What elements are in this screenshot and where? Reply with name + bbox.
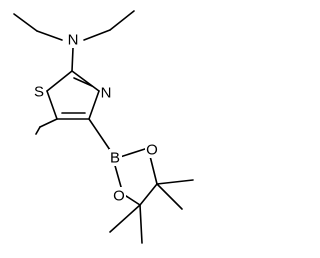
- chemical-structure-diagram: N S N B O O: [13, 10, 194, 244]
- bond-methyl-end: [35, 126, 41, 135]
- pinacol-methyls: [109, 179, 194, 244]
- boron-label: B: [110, 150, 120, 167]
- bond-ethyl2-ch3: [109, 10, 135, 31]
- bond-amine-c2: [71, 47, 74, 72]
- bond-ethyl2-ch2: [83, 29, 111, 41]
- bond-s1-c5: [46, 90, 58, 120]
- bond-n3-c2-double: [73, 77, 93, 87]
- thiazole-ring: [46, 70, 100, 120]
- bond-c-c: [139, 183, 158, 206]
- amine-n-label: N: [68, 32, 79, 49]
- bond-c5-methyl: [39, 118, 58, 128]
- bond-ethyl1-ch2: [36, 30, 63, 41]
- atom-boron: B: [109, 149, 122, 167]
- bond-c4-boron: [88, 118, 111, 151]
- oxygen-lower-label: O: [113, 188, 125, 205]
- bond-n3-c2: [71, 70, 100, 92]
- bond-c4-n3: [88, 90, 100, 120]
- atom-amine-nitrogen: N: [66, 31, 80, 49]
- bond-lower-c-methyl-a: [139, 204, 143, 244]
- atom-oxygen-upper: O: [145, 141, 159, 159]
- diethylamino-group: [13, 10, 135, 72]
- ring-s-label: S: [34, 84, 44, 101]
- atom-ring-nitrogen: N: [100, 84, 113, 102]
- atom-ring-sulfur: S: [33, 83, 46, 101]
- bond-c2-s1: [46, 70, 73, 92]
- ring-n-label: N: [101, 85, 112, 102]
- bond-lower-c-methyl-b: [109, 204, 141, 233]
- oxygen-upper-label: O: [146, 142, 158, 159]
- atom-oxygen-lower: O: [112, 187, 126, 205]
- bond-b-o-upper: [116, 147, 149, 159]
- bond-ethyl1-ch3: [13, 13, 38, 32]
- bond-upper-c-methyl-a: [156, 179, 194, 185]
- bond-upper-c-methyl-b: [156, 183, 183, 210]
